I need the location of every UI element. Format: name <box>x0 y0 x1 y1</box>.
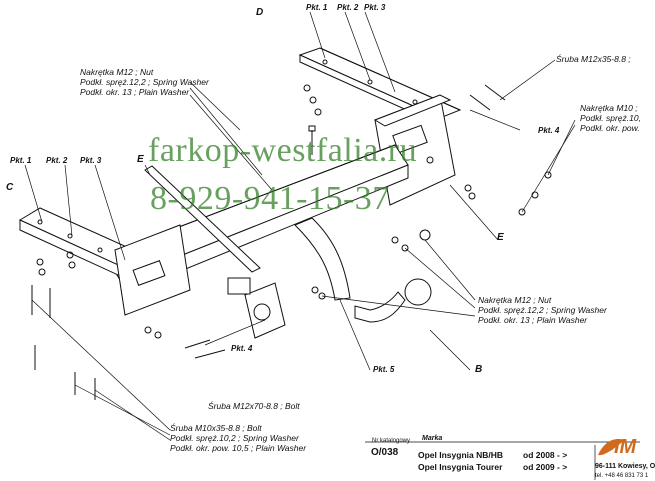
tow-ball <box>354 278 432 323</box>
from-year-2: od 2009 - > <box>523 462 568 472</box>
letter-b: B <box>475 364 483 375</box>
label-bolt-m10-1: Śruba M10x35-8.8 ; Bolt <box>170 423 262 433</box>
brand-logo-swoosh <box>598 438 625 456</box>
label-bolt-m10-2: Podkł. spręż.10,2 ; Spring Washer <box>170 433 299 443</box>
label-bolt-m10-3: Podkł. okr. pow. 10,5 ; Plain Washer <box>170 443 307 453</box>
leader-lines <box>24 11 576 441</box>
label-pkt5: Pkt. 5 <box>373 365 395 374</box>
label-pkt4-mid: Pkt. 4 <box>231 344 253 353</box>
model-1: Opel Insygnia NB/HB <box>418 450 504 460</box>
label-pkt1-left: Pkt. 1 <box>10 156 32 165</box>
label-pkt2-top: Pkt. 2 <box>337 3 359 12</box>
letter-e-left: E <box>137 154 144 165</box>
watermark-site: farkop-westfalia.ru <box>148 132 418 169</box>
title-block-lines <box>365 441 640 480</box>
side-plate-left <box>114 224 191 316</box>
label-nut-mid-3: Podkł. okr. 13 ; Plain Washer <box>478 315 588 325</box>
label-nut-right-1: Nakrętka M10 ; <box>580 103 638 113</box>
socket-plate <box>227 277 286 339</box>
label-nut-left-3: Podkł. okr. 13 ; Plain Washer <box>80 87 190 97</box>
marka-header: Marka <box>422 435 443 442</box>
label-pkt2-left: Pkt. 2 <box>46 156 68 165</box>
watermark-phone: 8-929-941-15-37 <box>150 180 390 217</box>
letter-c: C <box>6 182 14 193</box>
label-bolt-m12x35: Śruba M12x35-8.8 ; <box>556 54 631 64</box>
label-nut-left-1: Nakrętka M12 ; Nut <box>80 67 154 77</box>
label-nut-left-2: Podkł. spręż.12,2 ; Spring Washer <box>80 77 209 87</box>
label-pkt3-left: Pkt. 3 <box>80 156 102 165</box>
label-nut-right-3: Podkł. okr. pow. <box>580 123 640 133</box>
catalog-header: Nr katalogowy <box>372 438 411 444</box>
label-bolt-m12x70: Śruba M12x70-8.8 ; Bolt <box>208 401 300 411</box>
catalog-number: O/038 <box>371 447 399 458</box>
tow-neck <box>294 217 351 301</box>
label-pkt1-top: Pkt. 1 <box>306 3 328 12</box>
strut-e-left <box>144 165 261 273</box>
address-line-2: tel. +48 46 831 73 1 <box>595 473 649 479</box>
letter-e-right: E <box>497 232 504 243</box>
label-pkt4-right: Pkt. 4 <box>538 126 560 135</box>
model-2: Opel Insygnia Tourer <box>418 462 503 472</box>
towbar-exploded-diagram <box>18 11 640 480</box>
label-pkt3-top: Pkt. 3 <box>364 3 386 12</box>
address-line-1: 96-111 Kowiesy, O <box>595 463 655 470</box>
fasteners <box>31 84 552 400</box>
brand-logo: IM <box>614 436 637 458</box>
label-nut-right-2: Podkł. spręż.10, <box>580 113 641 123</box>
letter-d: D <box>256 7 264 18</box>
label-nut-mid-1: Nakrętka M12 ; Nut <box>478 295 552 305</box>
label-nut-mid-2: Podkł. spręż.12,2 ; Spring Washer <box>478 305 607 315</box>
from-year-1: od 2008 - > <box>523 450 568 460</box>
